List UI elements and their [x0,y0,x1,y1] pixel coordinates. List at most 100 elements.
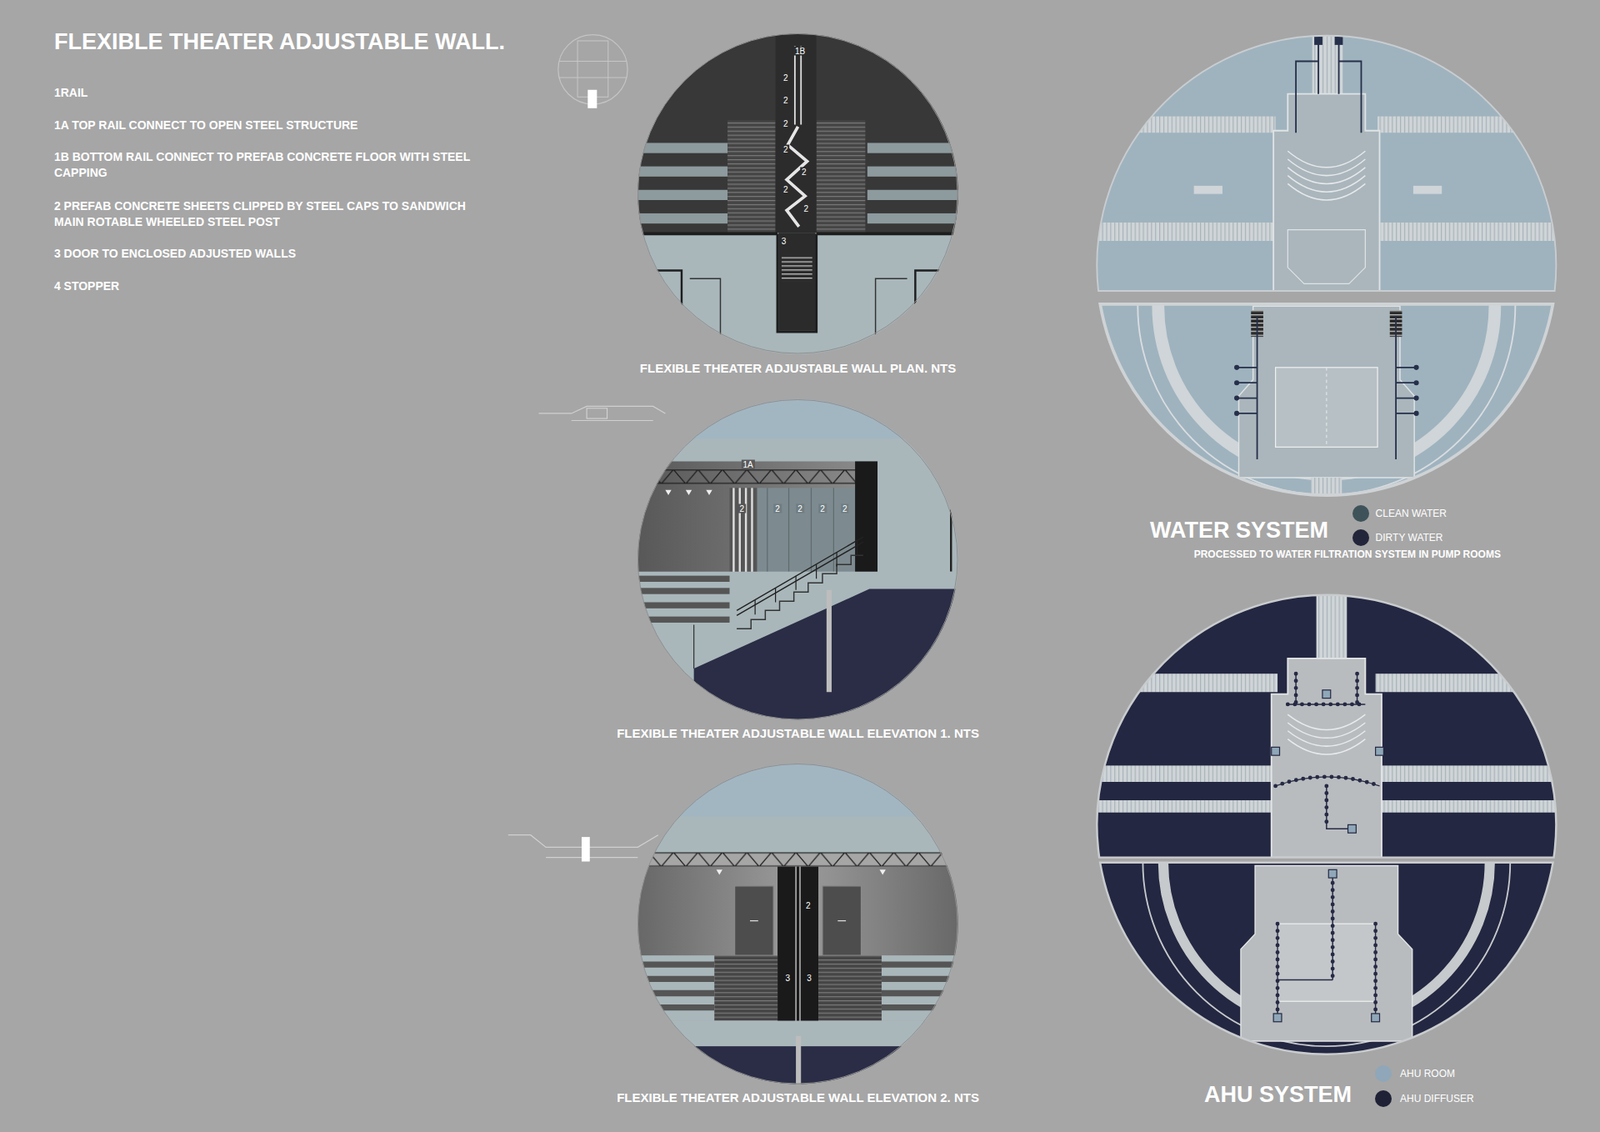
water-system-plan [1236,367,1417,414]
wall-elevation-drawing [632,760,965,819]
water-system-plan [1314,36,1323,45]
wall-plan-drawing [781,255,813,282]
wall-plan-drawing [775,33,817,233]
wall-elevation-drawing [877,439,965,575]
ahu-system-plan [1275,673,1380,829]
water-system-plan [1295,40,1361,133]
ahu-system-plan [1275,673,1380,829]
legend-swatch [1375,1065,1392,1082]
water-system-plan [1091,117,1561,500]
wall-plan-drawing [632,232,965,236]
note-text: 4 STOPPER [54,278,494,295]
ahu-system-plan [1271,658,1382,858]
ahu-system-plan [1091,678,1561,1059]
wall-elevation-drawing [855,460,878,574]
key-plan-thumbnail [558,35,628,109]
water-system-plan [1287,150,1365,200]
callout-number: 2 [781,119,790,129]
water-system-plan [1310,477,1342,495]
drawing-caption: FLEXIBLE THEATER ADJUSTABLE WALL PLAN. N… [640,360,956,376]
wall-elevation-drawing [632,395,965,725]
callout-number: 2 [802,203,811,213]
key-plan-thumbnail [577,40,609,97]
water-system-plan [1413,185,1442,195]
wall-plan-drawing [778,232,815,331]
wall-plan-drawing [727,120,776,233]
water-system-plan [1130,116,1276,134]
wall-elevation-drawing [632,816,965,854]
wall-plan-drawing [867,190,965,200]
water-system-plan [1287,230,1365,285]
wall-elevation-drawing [818,955,882,1020]
frame-outline [637,399,958,720]
wall-elevation-drawing [736,555,864,629]
ahu-system-plan [1371,1013,1380,1022]
wall-elevation-drawing [736,536,864,615]
ahu-system-plan [1328,869,1337,878]
note-text: 1A TOP RAIL CONNECT TO OPEN STEEL STRUCT… [54,117,494,135]
wall-plan-drawing [816,120,866,233]
water-system-plan [1194,185,1223,195]
section-thumbnail [539,405,666,420]
water-system-plan [1098,222,1276,241]
wall-elevation-drawing [777,866,819,1039]
key-plan-thumbnail [559,60,627,78]
ahu-system-plan [1098,800,1279,813]
water-system-plan [1325,367,1327,448]
callout-number: 2 [840,503,850,513]
wall-elevation-drawing [632,851,965,866]
wall-elevation-drawing [767,487,835,574]
wall-elevation-drawing [826,590,832,692]
frame-circle [638,399,958,719]
plan-outline [1100,304,1553,495]
frame-circle [638,34,958,354]
wall-elevation-drawing [755,540,857,615]
wall-elevation-drawing [632,616,730,623]
callout-number: 1A [740,460,755,470]
water-system-plan [1239,305,1415,478]
ahu-system-plan [1375,746,1385,755]
callout-number: 2 [737,503,746,513]
water-system-plan [1273,94,1380,291]
note-text: 3 DOOR TO ENCLOSED ADJUSTED WALLS [54,245,494,263]
ahu-system-plan [1375,673,1557,692]
water-system-plan [1377,222,1556,241]
wall-elevation-drawing [632,395,965,441]
ahu-system-plan [1271,746,1280,755]
section-thumbnail [586,408,607,419]
callout-number: 1B [793,46,807,56]
board-title: FLEXIBLE THEATER ADJUSTABLE WALL. [54,27,505,60]
drawing-caption: FLEXIBLE THEATER ADJUSTABLE WALL ELEVATI… [616,1090,980,1105]
legend-label: AHU DIFFUSER [1400,1090,1475,1105]
wall-elevation-drawing [632,601,730,608]
wall-elevation-drawing [693,624,695,669]
wall-elevation-drawing [795,1035,801,1087]
drawing-frame: FLEXIBLE THEATER ADJUSTABLE WALL PLAN. N… [637,33,958,377]
note-text: 2 PREFAB CONCRETE SHEETS CLIPPED BY STEE… [54,198,494,231]
system-title: WATER SYSTEM [1150,515,1329,547]
water-system-plan [1335,36,1344,45]
callout-number: 2 [818,503,827,513]
callout-number: 2 [781,73,790,83]
system-title: AHU SYSTEM [1204,1079,1352,1111]
frame-circle [638,763,958,1083]
legend-label: CLEAN WATER [1375,506,1447,521]
wall-plan-drawing [637,270,960,360]
water-system-plan [1377,116,1541,134]
ahu-system-plan [1240,865,1413,1041]
wall-elevation-drawing [714,955,778,1020]
callout-number: 3 [784,973,793,983]
wall-plan-drawing [632,30,965,235]
wall-plan-drawing [867,213,965,224]
wall-elevation-drawing [632,760,965,1087]
wall-plan-drawing [632,213,728,224]
ahu-system-plan [1273,1013,1282,1022]
section-thumbnail [508,835,659,862]
wall-plan-drawing [632,30,965,361]
wall-plan-drawing [632,190,728,200]
callout-number: 2 [800,166,809,176]
callout-number: 2 [781,144,790,154]
wall-elevation-drawing [950,439,952,572]
wall-plan-drawing [632,166,728,177]
